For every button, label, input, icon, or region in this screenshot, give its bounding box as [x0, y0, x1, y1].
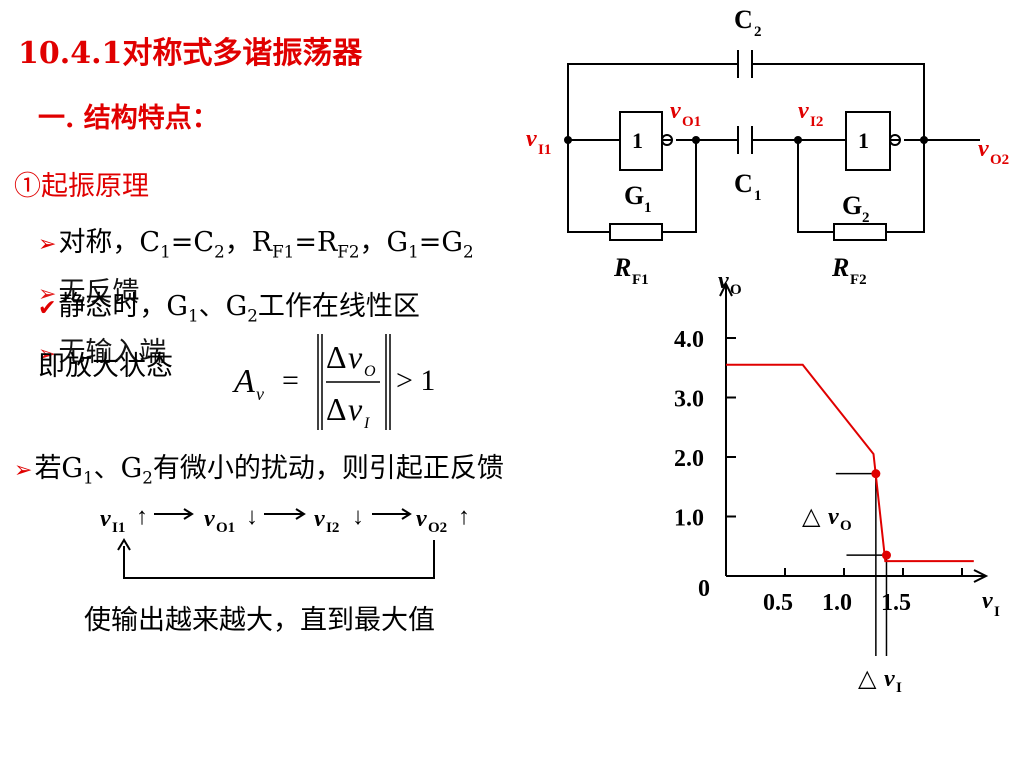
svg-text:O: O [364, 363, 376, 380]
svg-text:=: = [282, 364, 299, 397]
svg-text:v: v [100, 506, 111, 532]
svg-text:Δ: Δ [326, 339, 347, 375]
bullet-disturbance: ➢若G1、G2有微小的扰动，则引起正反馈 [14, 453, 504, 488]
svg-text:1: 1 [858, 128, 869, 153]
bullet-arrow-icon: ➢ [14, 458, 33, 483]
svg-text:↓: ↓ [246, 504, 258, 530]
y-tick-label: 1.0 [674, 506, 704, 532]
svg-text:↓: ↓ [352, 504, 364, 530]
operating-point [871, 469, 881, 479]
svg-text:I2: I2 [810, 114, 823, 130]
bullet-arrow-icon: ➢ [38, 232, 57, 257]
svg-text:2: 2 [862, 210, 870, 226]
svg-text:I1: I1 [538, 142, 551, 158]
svg-text:v: v [204, 506, 215, 532]
svg-text:G: G [624, 181, 644, 210]
svg-text:G: G [842, 191, 862, 220]
feedback-chain-diagram: v I1 ↑ v O1 ↓ v I2 ↓ v O2 ↑ [100, 504, 470, 579]
svg-text:A: A [232, 363, 255, 400]
svg-text:v: v [884, 666, 895, 692]
section-heading: 一. 结构特点： [38, 103, 219, 134]
svg-text:1: 1 [644, 200, 652, 216]
svg-text:F1: F1 [632, 272, 649, 288]
gain-formula: A v = Δ v O Δ v I > 1 [232, 334, 435, 432]
origin-label: 0 [698, 576, 710, 602]
svg-text:v: v [348, 339, 363, 375]
x-tick-label: 0.5 [763, 590, 793, 616]
x-axis-label-sub: I [994, 604, 1000, 620]
y-tick-label: 4.0 [674, 327, 704, 353]
svg-text:1: 1 [754, 188, 762, 204]
x-tick-label: 1.5 [881, 590, 911, 616]
svg-text:O2: O2 [990, 152, 1009, 168]
amplify-state-text: 即放大状态 [38, 351, 173, 382]
multivibrator-circuit: C 2 1 1 C 1 G 1 G 2 R F1 R F2 v I1 v O1 … [526, 5, 1009, 288]
bullet-no-input: ➢无输入端 [38, 337, 167, 368]
svg-text:v: v [526, 126, 537, 152]
y-tick-label: 2.0 [674, 446, 704, 472]
svg-text:C: C [734, 5, 753, 34]
svg-text:v: v [416, 506, 427, 532]
svg-text:O: O [840, 518, 852, 534]
svg-text:F2: F2 [850, 272, 867, 288]
svg-text:I2: I2 [326, 520, 339, 536]
svg-text:v: v [798, 98, 809, 124]
bullet-no-feedback: ➢无反馈 [38, 277, 140, 308]
svg-text:2: 2 [754, 24, 762, 40]
y-tick-label: 3.0 [674, 387, 704, 413]
y-axis-arrow-icon [719, 281, 733, 297]
svg-text:O1: O1 [216, 520, 235, 536]
svg-text:v: v [828, 504, 839, 530]
bullet-symmetry: ➢对称，C1=C2，RF1=RF2，G1=G2 [38, 227, 474, 262]
svg-text:I: I [363, 415, 370, 432]
y-axis-label-sub: O [730, 282, 742, 298]
svg-text:v: v [348, 391, 363, 427]
x-axis-arrow-icon [973, 569, 989, 583]
operating-point [881, 550, 891, 560]
svg-text:I: I [896, 680, 902, 696]
svg-text:Δ: Δ [326, 391, 347, 427]
svg-text:v: v [314, 506, 325, 532]
svg-text:C: C [734, 169, 753, 198]
svg-text:> 1: > 1 [396, 364, 435, 397]
delta-vo-label: △ [802, 504, 821, 530]
page-title: 10.4.1对称式多谐振荡器 [18, 36, 363, 71]
x-axis-label: v [982, 588, 993, 614]
svg-text:O1: O1 [682, 114, 701, 130]
delta-vi-label: △ [858, 666, 877, 692]
svg-text:R: R [831, 253, 849, 282]
svg-text:v: v [256, 384, 264, 404]
principle-heading: ①起振原理 [14, 171, 149, 202]
transfer-curve [726, 363, 974, 563]
svg-text:1: 1 [632, 128, 643, 153]
bullet-arrow-icon: ➢ [38, 282, 57, 307]
svg-text:↑: ↑ [458, 504, 470, 530]
svg-text:R: R [613, 253, 631, 282]
chain-result-text: 使输出越来越大，直到最大值 [84, 605, 435, 636]
bullet-static-state: ✔静态时，G1、G2工作在线性区 [38, 291, 420, 326]
svg-text:I1: I1 [112, 520, 125, 536]
svg-text:v: v [670, 98, 681, 124]
x-tick-label: 1.0 [822, 590, 852, 616]
svg-text:O2: O2 [428, 520, 447, 536]
svg-text:↑: ↑ [136, 504, 148, 530]
svg-text:v: v [978, 136, 989, 162]
y-axis-label: v [718, 268, 729, 294]
checkmark-icon: ✔ [38, 296, 57, 321]
bullet-arrow-icon: ➢ [38, 342, 57, 367]
